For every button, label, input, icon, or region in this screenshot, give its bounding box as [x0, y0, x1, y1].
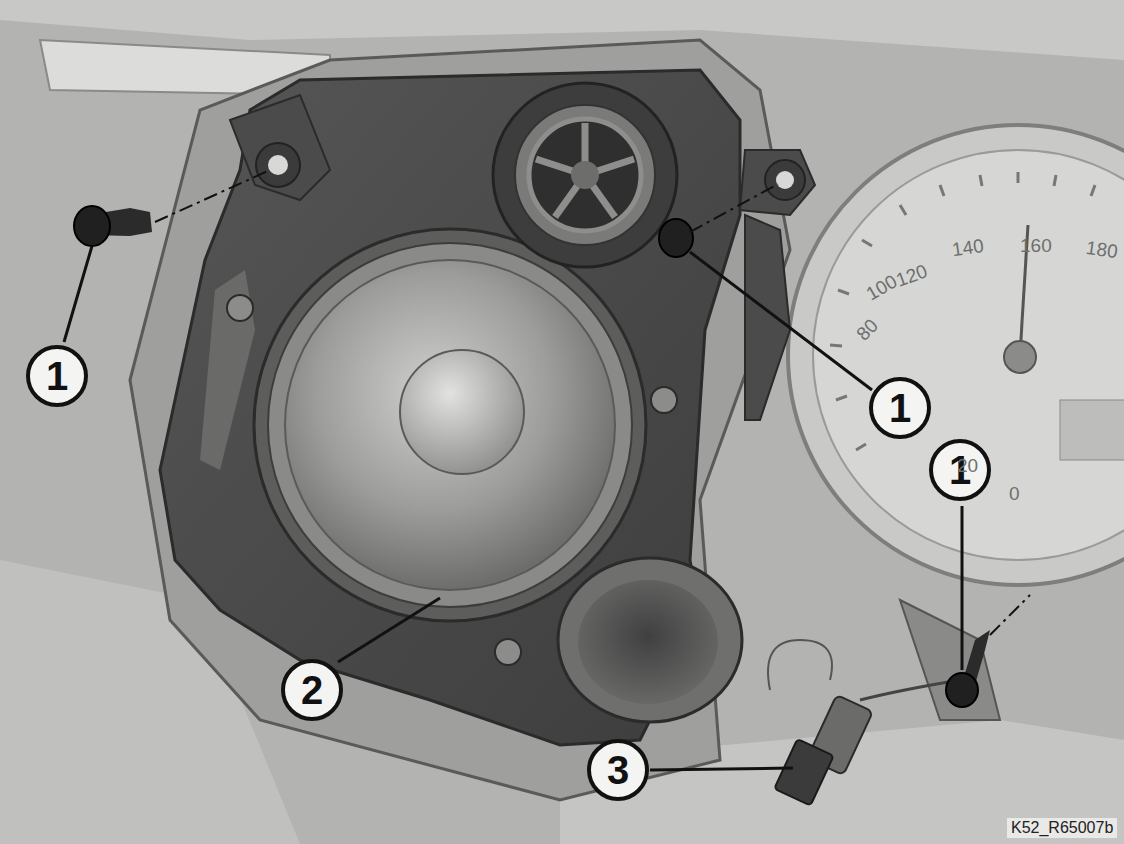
- fairing-outline: [130, 40, 790, 800]
- leader-lines: [64, 246, 962, 770]
- dial-number: 80: [852, 315, 883, 346]
- dial-number: 180: [1085, 237, 1119, 263]
- callout-number: 1: [869, 377, 931, 439]
- tweeter: [493, 83, 677, 267]
- callout-number: 1: [26, 345, 88, 407]
- woofer: [254, 229, 646, 621]
- connector: [768, 640, 960, 806]
- callout-number: 3: [587, 739, 649, 801]
- speaker-housing: [160, 70, 815, 745]
- outer-screws: [74, 206, 990, 707]
- assembly-lines: [155, 170, 1030, 635]
- callout-number: 2: [281, 659, 343, 721]
- dial-number: 0: [1009, 483, 1020, 505]
- bass-port: [558, 558, 742, 722]
- figure-code: K52_R65007b: [1007, 818, 1117, 838]
- dial-number: 20: [957, 455, 978, 477]
- speedometer: [788, 125, 1124, 585]
- bracket-right: [745, 215, 1000, 720]
- dial-number: 160: [1020, 235, 1052, 257]
- dial-number: 140: [951, 235, 985, 261]
